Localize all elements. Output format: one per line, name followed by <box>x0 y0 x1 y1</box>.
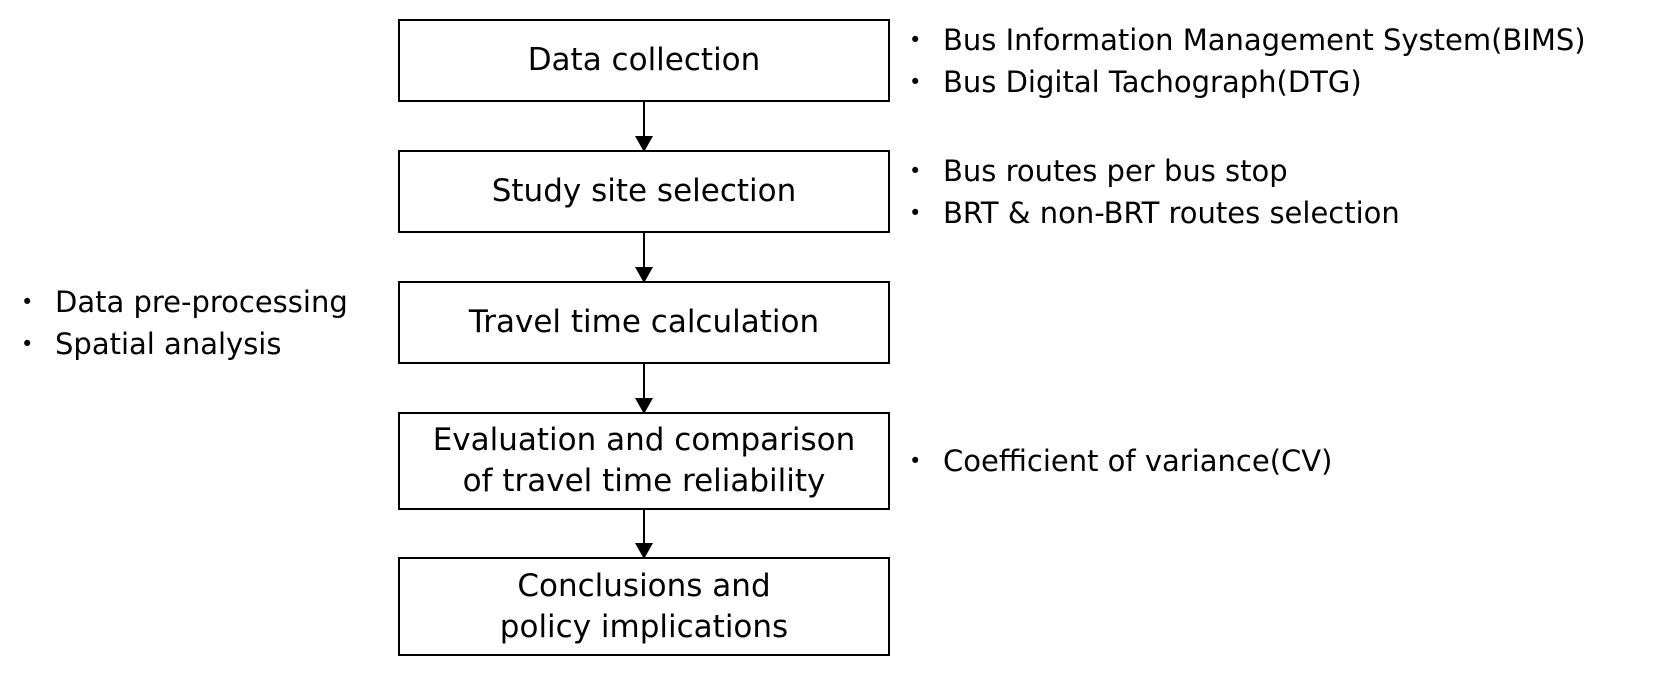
arrow-4 <box>635 510 653 559</box>
note-bus-routes: Bus routes per bus stop <box>905 150 1400 192</box>
step-travel-time-calculation: Travel time calculation <box>398 281 890 364</box>
step-label: Conclusions and policy implications <box>499 567 789 645</box>
step-conclusions: Conclusions and policy implications <box>398 557 890 656</box>
step-label: Data collection <box>527 42 761 78</box>
notes-study-site-selection: Bus routes per bus stop BRT & non-BRT ro… <box>905 150 1400 234</box>
arrow-2 <box>635 233 653 283</box>
note-coefficient-of-variance: Coefficient of variance(CV) <box>905 440 1332 482</box>
note-bims: Bus Information Management System(BIMS) <box>905 19 1586 61</box>
notes-travel-time-calculation: Data pre-processing Spatial analysis <box>17 281 348 365</box>
step-evaluation-comparison: Evaluation and comparison of travel time… <box>398 412 890 510</box>
note-data-preprocessing: Data pre-processing <box>17 281 348 323</box>
step-study-site-selection: Study site selection <box>398 150 890 233</box>
arrow-3 <box>635 364 653 414</box>
arrow-1 <box>635 102 653 152</box>
notes-data-collection: Bus Information Management System(BIMS) … <box>905 19 1586 103</box>
step-data-collection: Data collection <box>398 19 890 102</box>
step-label: Evaluation and comparison of travel time… <box>432 422 856 499</box>
note-dtg: Bus Digital Tachograph(DTG) <box>905 61 1586 103</box>
note-spatial-analysis: Spatial analysis <box>17 323 348 365</box>
step-label: Travel time calculation <box>468 304 820 340</box>
step-label: Study site selection <box>491 173 797 209</box>
note-brt-routes: BRT & non-BRT routes selection <box>905 192 1400 234</box>
notes-evaluation: Coefficient of variance(CV) <box>905 440 1332 482</box>
